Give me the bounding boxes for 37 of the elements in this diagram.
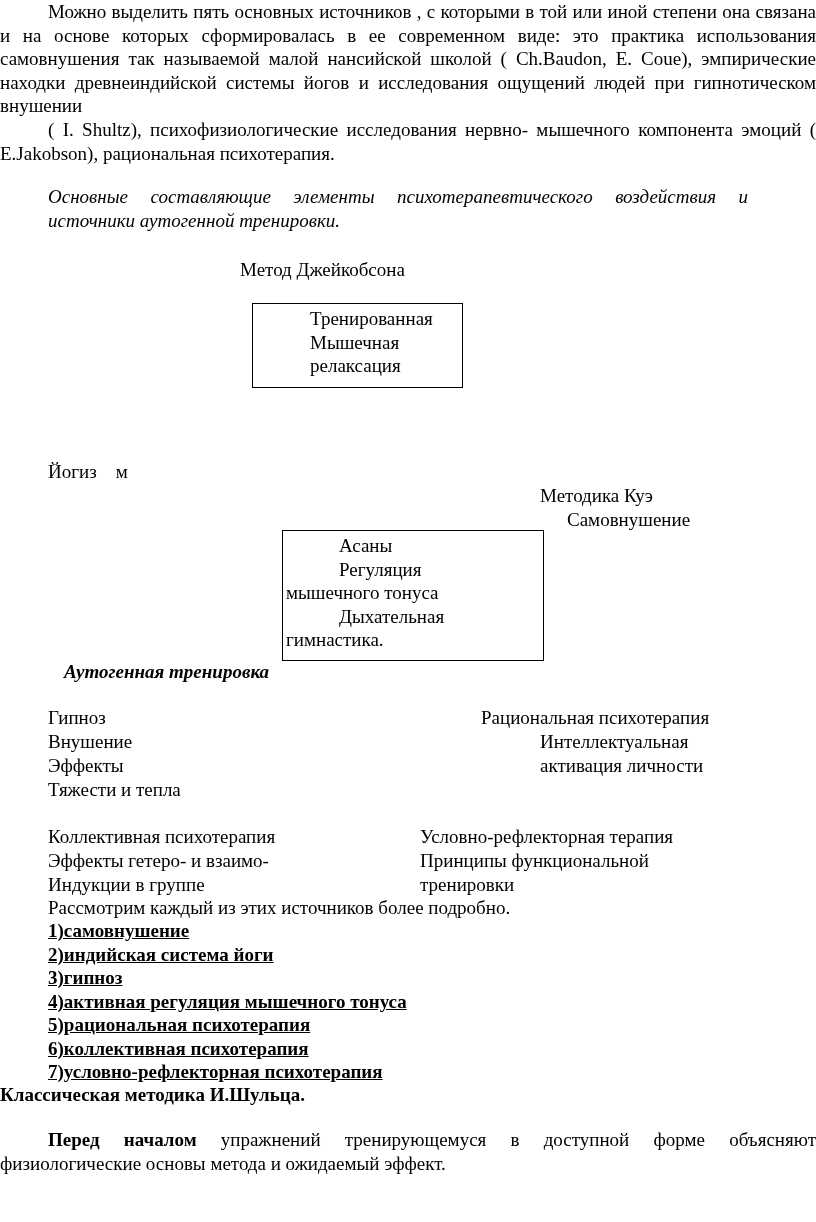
list-item: 5)рациональная психотерапия xyxy=(48,1013,311,1037)
list-item: 3)гипноз xyxy=(48,966,123,990)
text-box xyxy=(282,530,544,661)
section-heading: Классическая методика И.Шульца. xyxy=(0,1083,305,1107)
text-label: Интеллектуальная xyxy=(540,730,689,754)
list-item: 2)индийская система йоги xyxy=(48,943,274,967)
text-label: Методика Куэ xyxy=(540,484,653,508)
caption-text: Основные составляющие элементы психотерапевтического воздействия и источники аутогенной тренировки. xyxy=(48,185,748,232)
list-item: 6)коллективная психотерапия xyxy=(48,1037,309,1061)
text-label: Рассмотрим каждый из этих источников более подробно. xyxy=(48,896,511,920)
box-text: Тренированная Мышечная релаксация xyxy=(310,307,434,378)
text-label: Метод Джейкобсона xyxy=(240,258,405,282)
diagram-heading: Аутогенная тренировка xyxy=(64,660,270,684)
box-text: Асаны xyxy=(338,534,394,558)
text-label: Эффекты гетеро- и взаимо- xyxy=(48,849,269,873)
text-label: Индукции в группе xyxy=(48,873,205,897)
text-label: Тяжести и тепла xyxy=(48,778,181,802)
paragraph: ( I. Shultz), психофизиологические исследования нервно- мышечного компонента эмоций ( E.Jakobson), рациональная психотерапия. xyxy=(0,118,816,165)
paragraph: Перед началом упражнений тренирующемуся в доступной форме объясняют физиологические основы метода и ожидаемый эффект. xyxy=(0,1128,816,1175)
text-label: Самовнушение xyxy=(567,508,691,532)
list-item: 4)активная регуляция мышечного тонуса xyxy=(48,990,407,1014)
text-label: тренировки xyxy=(420,873,515,897)
list-item: 1)самовнушение xyxy=(48,919,190,943)
list-item: 7)условно-рефлекторная психотерапия xyxy=(48,1060,383,1084)
text-label: Рациональная психотерапия xyxy=(481,706,710,730)
text-box xyxy=(252,303,463,388)
text-label: Условно-рефлекторная терапия xyxy=(420,825,674,849)
text-label: активация личности xyxy=(540,754,704,778)
text-label: Коллективная психотерапия xyxy=(48,825,276,849)
box-text: Регуляция мышечного тонуса xyxy=(286,557,440,605)
text-label: Йогиз м xyxy=(48,460,128,484)
text-label: Эффекты xyxy=(48,754,124,778)
paragraph: Можно выделить пять основных источников , с которыми в той или иной степени она связана и на основе которых сформировалась в ее современном виде: это практика использования самовнушения так называемой малой нансийской школой ( Ch.Baudon, E. Coue), эмпирические находки древнеиндийской системы йогов и исследования ощущений людей при гипнотическом внушении xyxy=(0,0,816,118)
text-label: Принципы функциональной xyxy=(420,849,649,873)
box-text: Дыхательная гимнастика. xyxy=(286,604,446,652)
text-label: Внушение xyxy=(48,730,133,754)
text-label: Гипноз xyxy=(48,706,106,730)
